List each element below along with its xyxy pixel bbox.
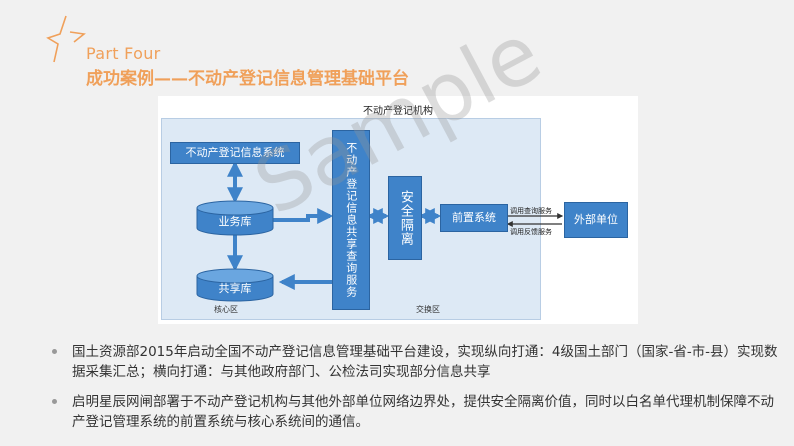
diagram-title: 不动产登记机构 <box>363 106 433 117</box>
bullet-list: 国土资源部2015年启动全国不动产登记信息管理基础平台建设，实现纵向打通：4级国… <box>50 342 780 442</box>
bullet-text: 启明星辰网闸部署于不动产登记机构与其他外部单位网络边界处，提供安全隔离价值，同时… <box>72 394 774 430</box>
architecture-diagram: 不动产登记机构 核心区 交换区 不动产登记信息系统 业务库 共享库 不动产登记信… <box>158 96 638 324</box>
business-db-label: 业务库 <box>218 215 252 228</box>
shared-db-cylinder <box>196 268 274 302</box>
info-system-node: 不动产登记信息系统 <box>170 142 300 164</box>
call-query-label: 调用查询服务 <box>510 207 552 215</box>
arrow-business-query <box>273 208 334 224</box>
bullet-dot-icon <box>52 399 57 404</box>
exchange-zone-label: 交换区 <box>416 305 440 314</box>
bullet-item: 国土资源部2015年启动全国不动产登记信息管理基础平台建设，实现纵向打通：4级国… <box>50 342 780 382</box>
query-service-node: 不动产登记信息共享查询服务 <box>332 130 370 310</box>
front-system-node: 前置系统 <box>440 204 508 232</box>
shared-db-label: 共享库 <box>218 282 252 295</box>
bullet-dot-icon <box>52 349 57 354</box>
external-unit-node: 外部单位 <box>564 202 628 238</box>
security-isolation-node: 安全隔离 <box>388 176 422 260</box>
call-feedback-label: 调用反馈服务 <box>510 228 552 236</box>
bullet-item: 启明星辰网闸部署于不动产登记机构与其他外部单位网络边界处，提供安全隔离价值，同时… <box>50 392 780 432</box>
bullet-text: 国土资源部2015年启动全国不动产登记信息管理基础平台建设，实现纵向打通：4级国… <box>72 344 778 380</box>
diagram-arrows <box>227 160 564 290</box>
slide-title: 成功案例——不动产登记信息管理基础平台 <box>86 69 409 89</box>
core-zone-label: 核心区 <box>214 305 238 314</box>
star-outline-icon <box>46 15 86 63</box>
business-db-cylinder <box>196 200 274 236</box>
part-label: Part Four <box>86 44 161 63</box>
